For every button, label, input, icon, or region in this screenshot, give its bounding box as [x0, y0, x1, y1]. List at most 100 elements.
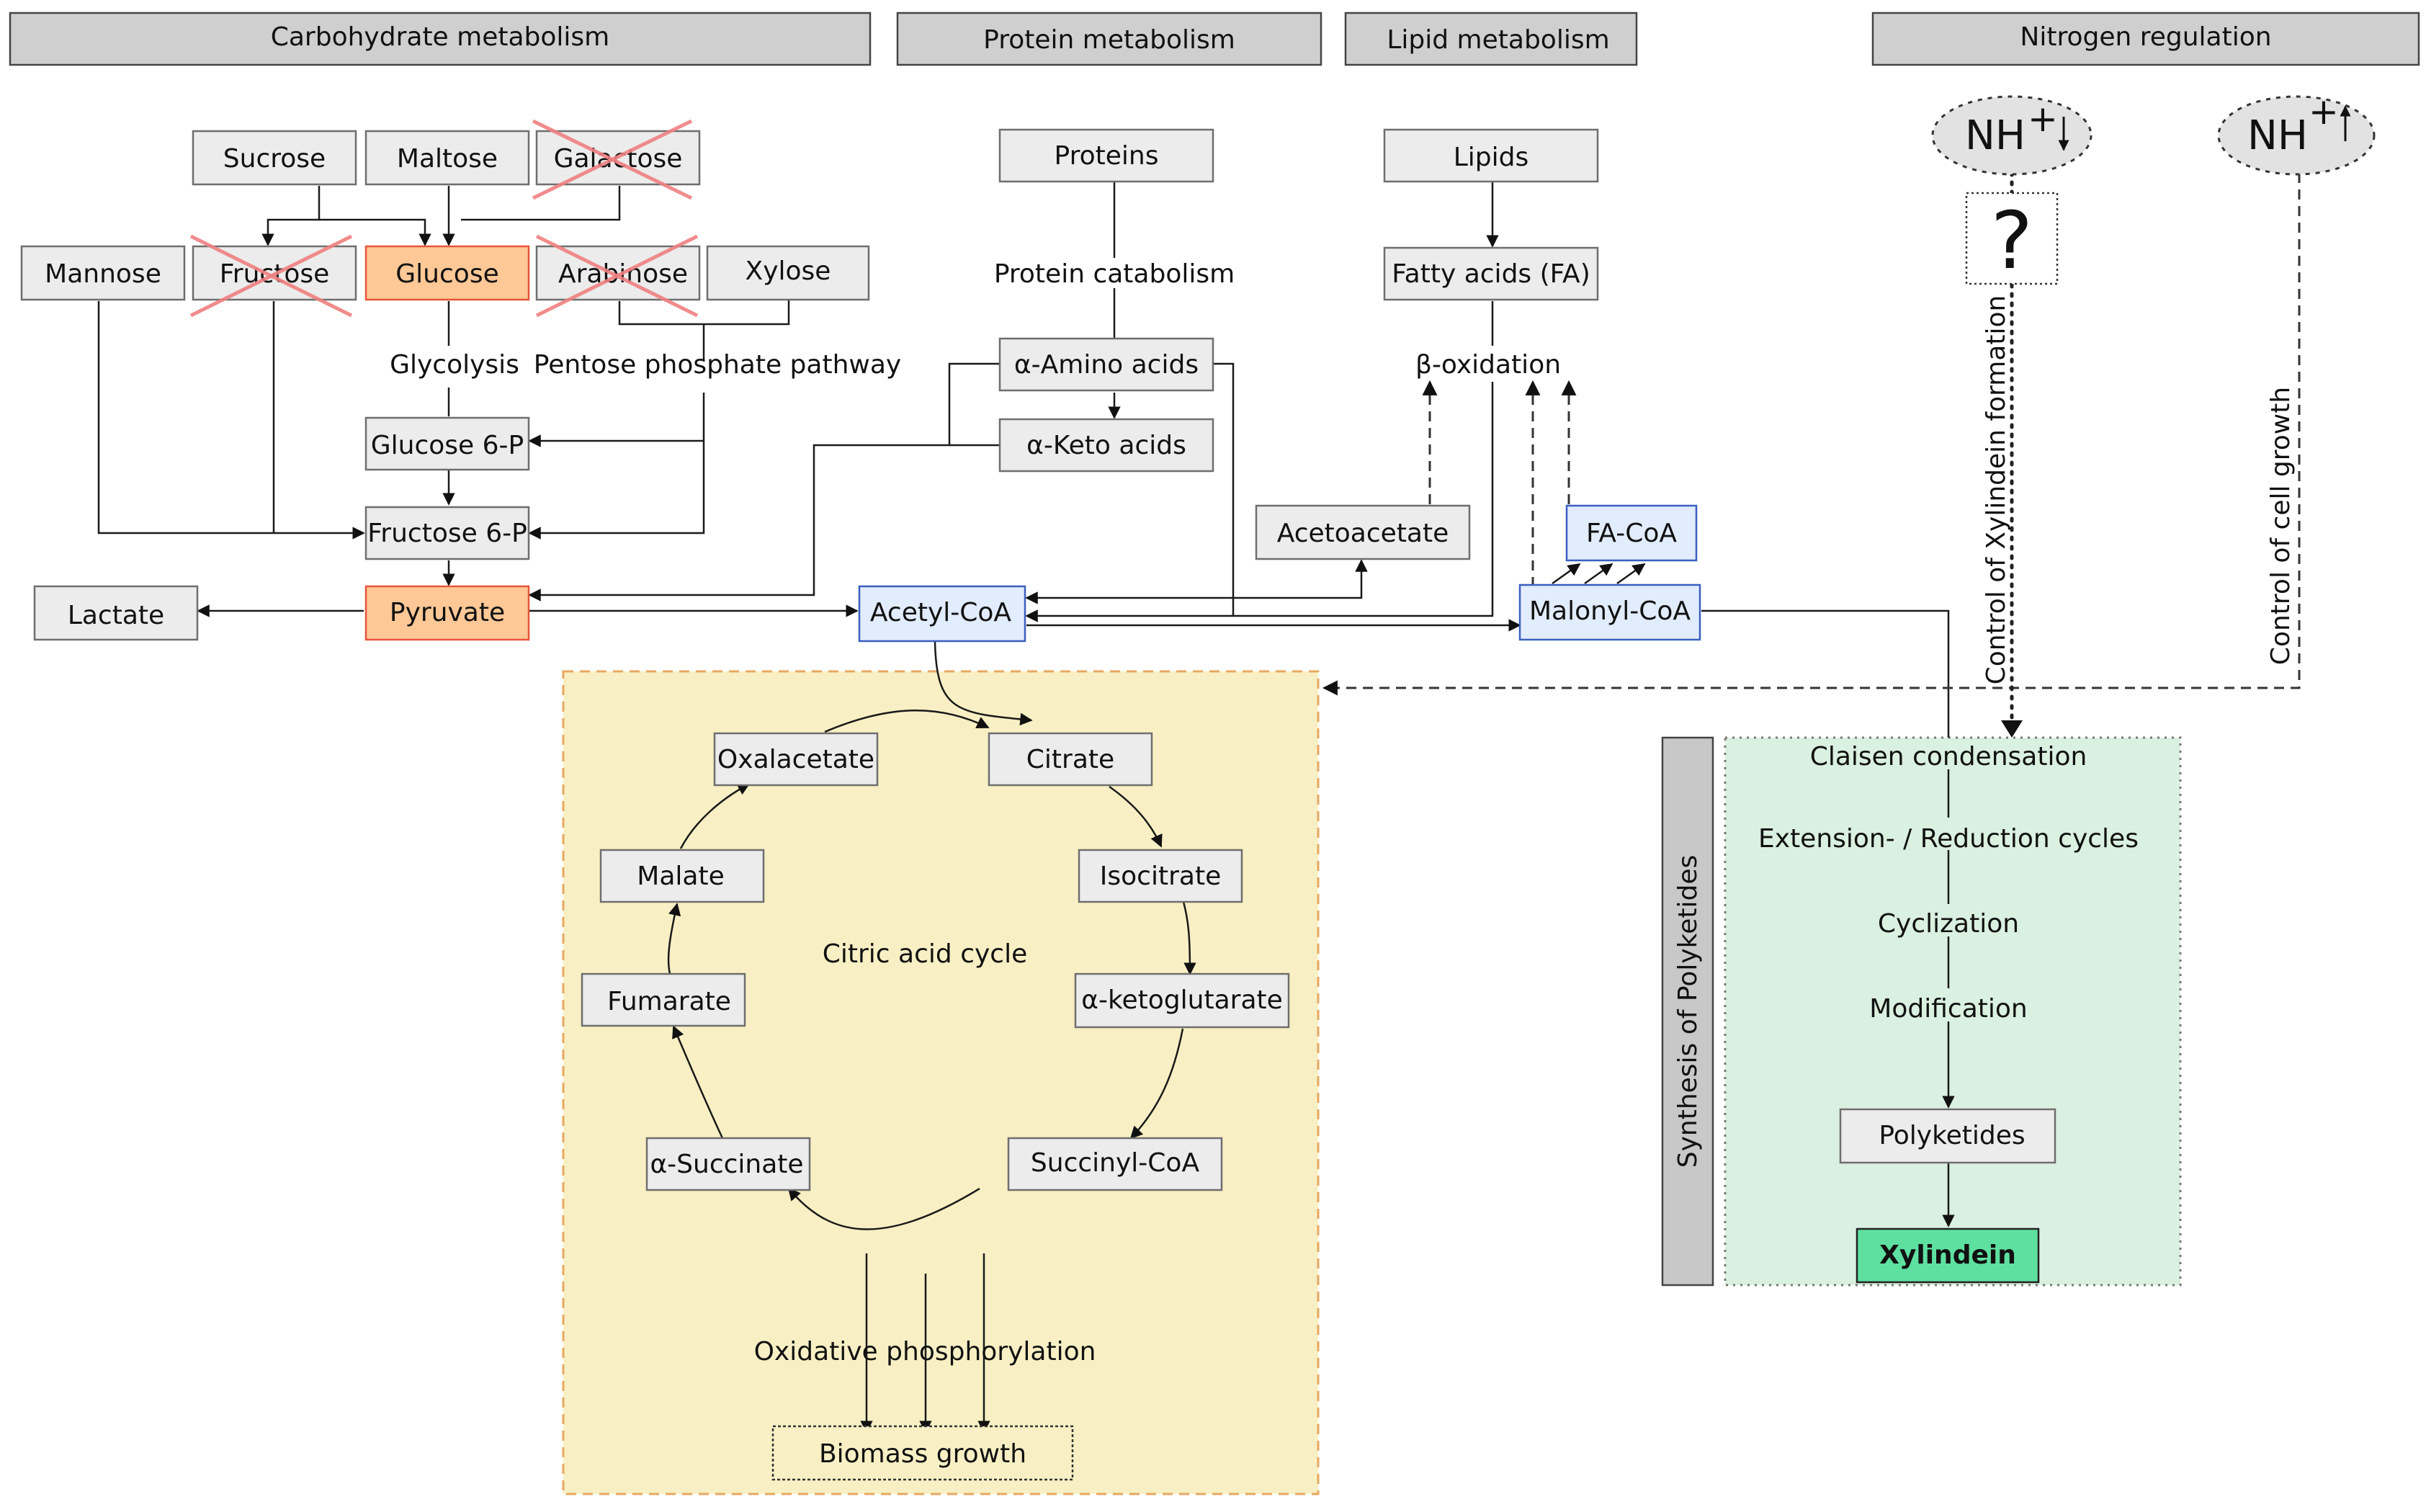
node-keto-acids: α-Keto acids [998, 418, 1214, 473]
node-malonyl-coa-label: Malonyl-CoA [1529, 596, 1691, 626]
nh-up-label: NH [2247, 112, 2308, 159]
node-nh-up: NH + [2217, 91, 2376, 176]
tca-title: Citric acid cycle [823, 939, 1027, 969]
node-lipids: Lipids [1383, 128, 1599, 183]
dashed-edges [1322, 173, 2301, 696]
node-fatty-acids: Fatty acids (FA) [1383, 246, 1599, 301]
node-oxalacetate-label: Oxalacetate [717, 745, 874, 774]
label-oxidative-phosphorylation: Oxidative phosphorylation [754, 1337, 1096, 1366]
polyketide-side-label: Synthesis of Polyketides [1661, 736, 1714, 1287]
node-sucrose-label: Sucrose [223, 144, 326, 174]
node-glucose-label: Glucose [395, 259, 498, 289]
node-xylindein: Xylindein [1856, 1227, 2040, 1284]
node-proteins: Proteins [998, 128, 1214, 183]
node-fa-coa: FA-CoA [1565, 504, 1698, 562]
edges [97, 182, 1955, 1433]
node-xylose: Xylose [706, 245, 870, 301]
node-acetyl-coa-label: Acetyl-CoA [870, 598, 1012, 627]
node-sucrose: Sucrose [192, 130, 357, 186]
node-acetoacetate-label: Acetoacetate [1277, 519, 1449, 548]
node-malate-label: Malate [637, 862, 724, 891]
node-biomass-growth-label: Biomass growth [819, 1439, 1026, 1469]
node-malate: Malate [599, 849, 765, 903]
node-fructose: Fructose [189, 234, 357, 318]
label-modification: Modification [1869, 994, 2027, 1024]
node-fructose-6p-label: Fructose 6-P [367, 519, 527, 548]
nh-down-charge: + [2028, 98, 2058, 140]
node-galactose-label: Galactose [554, 144, 683, 174]
node-fructose-6p: Fructose 6-P [364, 506, 530, 560]
node-citrate-label: Citrate [1026, 745, 1114, 774]
node-malonyl-coa: Malonyl-CoA [1518, 583, 1701, 641]
label-claisen-condensation: Claisen condensation [1810, 742, 2087, 771]
node-succinate-label: α-Succinate [650, 1150, 803, 1179]
strike-mark [535, 234, 699, 318]
node-acetoacetate: Acetoacetate [1255, 504, 1471, 560]
header-carbohydrate-label: Carbohydrate metabolism [271, 22, 610, 52]
node-lactate: Lactate [33, 585, 199, 641]
node-ketoglutarate: α-ketoglutarate [1074, 972, 1290, 1029]
node-glucose: Glucose [364, 245, 530, 301]
label-protein-catabolism: Protein catabolism [994, 259, 1235, 289]
node-mannose: Mannose [20, 245, 186, 301]
node-keto-acids-label: α-Keto acids [1026, 431, 1186, 460]
node-pyruvate-label: Pyruvate [390, 598, 505, 627]
strike-mark [532, 119, 693, 200]
node-glucose-6p: Glucose 6-P [364, 416, 530, 471]
node-arabinose: Arabinose [535, 234, 701, 318]
node-succinyl-coa: Succinyl-CoA [1007, 1137, 1223, 1191]
label-glycolysis: Glycolysis [390, 350, 519, 380]
header-protein: Protein metabolism [896, 12, 1322, 66]
nh-up-charge: + [2309, 91, 2339, 133]
node-xylose-label: Xylose [746, 256, 831, 286]
header-nitrogen: Nitrogen regulation [1871, 12, 2420, 66]
node-oxalacetate: Oxalacetate [713, 732, 879, 787]
header-nitrogen-label: Nitrogen regulation [2020, 22, 2271, 52]
header-carbohydrate: Carbohydrate metabolism [9, 12, 872, 66]
tca-region [562, 670, 1320, 1495]
label-control-xylindein: Control of Xylindein formation [1982, 295, 2011, 685]
node-mannose-label: Mannose [45, 259, 161, 289]
node-ketoglutarate-label: α-ketoglutarate [1081, 985, 1283, 1015]
node-lipids-label: Lipids [1454, 143, 1529, 172]
question-mark: ? [1991, 194, 2033, 287]
node-isocitrate-label: Isocitrate [1100, 862, 1221, 891]
node-amino-acids-label: α-Amino acids [1014, 350, 1199, 380]
label-control-growth: Control of cell growth [2266, 387, 2296, 665]
header-protein-label: Protein metabolism [983, 25, 1235, 55]
polyketide-side-label-text: Synthesis of Polyketides [1673, 855, 1703, 1168]
nh-down-label: NH [1965, 112, 2026, 159]
node-galactose: Galactose [532, 119, 701, 200]
label-pentose-phosphate-pathway: Pentose phosphate pathway [534, 350, 901, 380]
node-fa-coa-label: FA-CoA [1586, 519, 1677, 548]
node-fumarate-label: Fumarate [607, 987, 731, 1016]
node-maltose-label: Maltose [397, 144, 498, 174]
header-lipid-label: Lipid metabolism [1387, 25, 1609, 55]
node-pyruvate: Pyruvate [364, 585, 530, 641]
node-xylindein-label: Xylindein [1879, 1240, 2016, 1270]
node-fatty-acids-label: Fatty acids (FA) [1392, 259, 1590, 289]
polyketide-region [1724, 736, 2182, 1287]
node-polyketides: Polyketides [1839, 1108, 2056, 1164]
header-lipid: Lipid metabolism [1344, 12, 1638, 66]
node-nh-down: NH + [1931, 95, 2092, 176]
node-proteins-label: Proteins [1055, 141, 1159, 171]
node-lactate-label: Lactate [68, 601, 164, 630]
label-extension-cycles: Extension- / Reduction cycles [1758, 824, 2139, 854]
node-polyketides-label: Polyketides [1879, 1121, 2025, 1150]
node-succinyl-coa-label: Succinyl-CoA [1031, 1148, 1200, 1178]
node-fumarate: Fumarate [581, 972, 746, 1027]
node-biomass-growth: Biomass growth [771, 1425, 1074, 1481]
node-amino-acids: α-Amino acids [998, 337, 1214, 392]
question-box: ? [1965, 192, 2059, 287]
node-succinate: α-Succinate [645, 1137, 811, 1191]
strike-mark [189, 234, 353, 318]
label-beta-oxidation: β-oxidation [1415, 350, 1561, 380]
node-acetyl-coa: Acetyl-CoA [858, 585, 1026, 643]
node-isocitrate: Isocitrate [1078, 849, 1243, 903]
node-glucose-6p-label: Glucose 6-P [371, 431, 524, 460]
dotted-edges [2001, 171, 2023, 738]
node-maltose: Maltose [364, 130, 530, 186]
label-cyclization: Cyclization [1878, 909, 2019, 939]
